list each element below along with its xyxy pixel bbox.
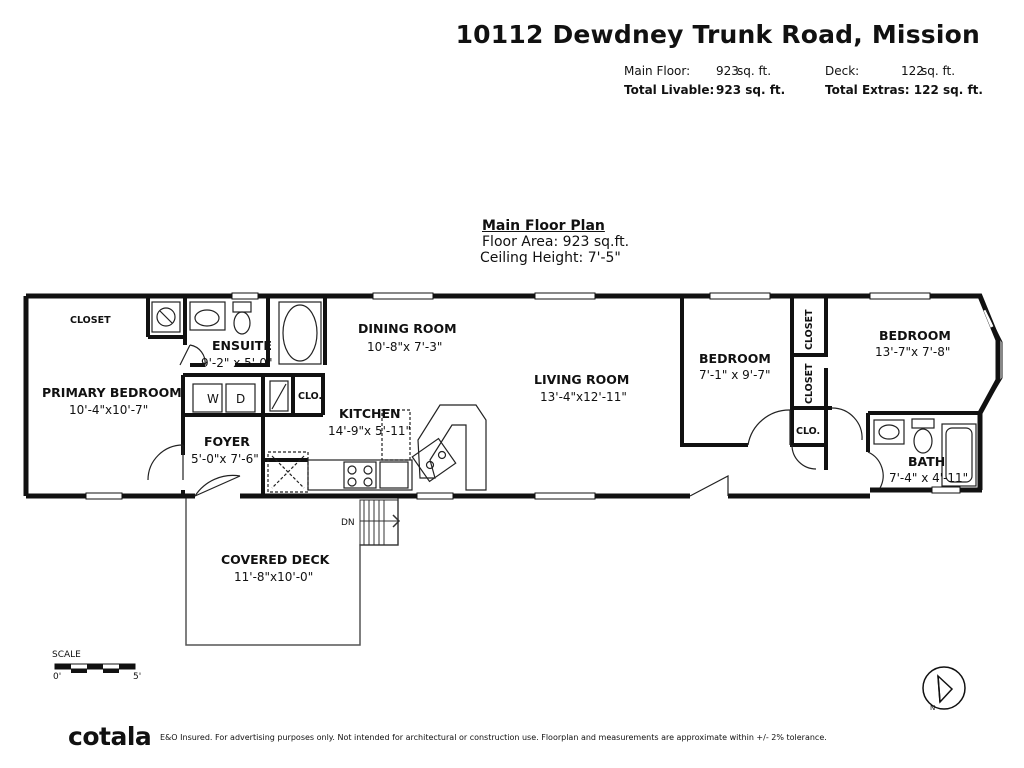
plan-header: Main Floor Plan Floor Area: 923 sq.ft. C… — [480, 218, 630, 266]
deck-unit: sq. ft. — [921, 64, 956, 78]
water-heater-icon — [156, 307, 176, 327]
bath-tub-icon — [941, 423, 977, 487]
kitchen-name: KITCHEN — [339, 406, 401, 421]
scale-label: SCALE — [52, 650, 81, 660]
bath-dim: 7'-4" x 4'-11" — [889, 471, 968, 485]
address-title: 10112 Dewdney Trunk Road, Mission — [455, 20, 980, 49]
closet-a-label: CLOSET — [804, 309, 815, 350]
bedroom-3-dim: 13'-7"x 7'-8" — [875, 345, 950, 359]
scale-start: 0' — [53, 672, 62, 682]
windows — [85, 292, 961, 500]
compass-icon: N — [922, 666, 966, 712]
fixtures — [151, 301, 977, 493]
bath-toilet-icon — [911, 418, 935, 454]
ensuite-name: ENSUITE — [212, 338, 272, 353]
primary-bedroom-name: PRIMARY BEDROOM — [42, 385, 182, 400]
bath-name: BATH — [908, 454, 945, 469]
floor-area: Floor Area: 923 sq.ft. — [482, 234, 630, 250]
bay-window — [983, 305, 1003, 409]
closet-primary-label: CLOSET — [70, 315, 111, 326]
foyer-dim: 5'-0"x 7'-6" — [191, 452, 259, 466]
stairs-dn-label: DN — [341, 518, 355, 528]
scale-end: 5' — [133, 672, 142, 682]
ceiling-height: Ceiling Height: 7'-5" — [480, 250, 621, 266]
deck-label: Deck: — [825, 64, 860, 78]
bedroom-2-dim: 7'-1" x 9'-7" — [699, 368, 771, 382]
bath-sink-icon — [873, 419, 905, 445]
closet-b-label: CLOSET — [804, 363, 815, 404]
svg-text:N: N — [930, 704, 935, 712]
clo-1-label: CLO. — [298, 391, 322, 402]
interior-walls — [146, 296, 982, 496]
total-livable-label: Total Livable: — [624, 83, 715, 97]
washer-label: W — [207, 392, 219, 406]
living-room-name: LIVING ROOM — [534, 372, 629, 387]
dining-room-name: DINING ROOM — [358, 321, 457, 336]
door-swing-icon — [147, 299, 999, 497]
total-extras-label: Total Extras: 122 sq. ft. — [825, 83, 983, 97]
bedroom-3-name: BEDROOM — [879, 328, 951, 343]
dining-room-dim: 10'-8"x 7'-3" — [367, 340, 442, 354]
room-labels: CLOSET ENSUITE 9'-2" x 5'-0" PRIMARY BED… — [42, 309, 968, 584]
kitchen-dim: 14'-9"x 5'-11" — [328, 424, 411, 438]
sink-icon — [189, 301, 226, 331]
main-floor-label: Main Floor: — [624, 64, 691, 78]
stove-icon — [343, 461, 377, 489]
clo-2-label: CLO. — [796, 426, 820, 437]
deck-value: 122 — [901, 64, 924, 78]
plan-title: Main Floor Plan — [482, 218, 605, 234]
disclaimer: E&O Insured. For advertising purposes on… — [160, 733, 827, 742]
dryer-icon — [225, 383, 256, 413]
scale-bar — [54, 663, 136, 673]
washer-icon — [192, 383, 223, 413]
total-livable-value: 923 sq. ft. — [716, 83, 786, 97]
toilet-icon — [232, 301, 252, 335]
foyer-name: FOYER — [204, 434, 250, 449]
main-floor-value: 923 — [716, 64, 739, 78]
main-floor-unit: sq. ft. — [737, 64, 772, 78]
living-room-dim: 13'-4"x12'-11" — [540, 390, 627, 404]
kitchen-sink-icon — [379, 461, 409, 489]
dryer-label: D — [236, 392, 245, 406]
stairs — [359, 499, 401, 546]
bedroom-2-name: BEDROOM — [699, 351, 771, 366]
bathtub-icon — [278, 301, 322, 365]
covered-deck-name: COVERED DECK — [221, 552, 331, 567]
primary-bedroom-dim: 10'-4"x10'-7" — [69, 403, 148, 417]
ensuite-dim: 9'-2" x 5'-0" — [201, 356, 273, 370]
brand-logo: cotala — [68, 722, 152, 751]
covered-deck-dim: 11'-8"x10'-0" — [234, 570, 313, 584]
